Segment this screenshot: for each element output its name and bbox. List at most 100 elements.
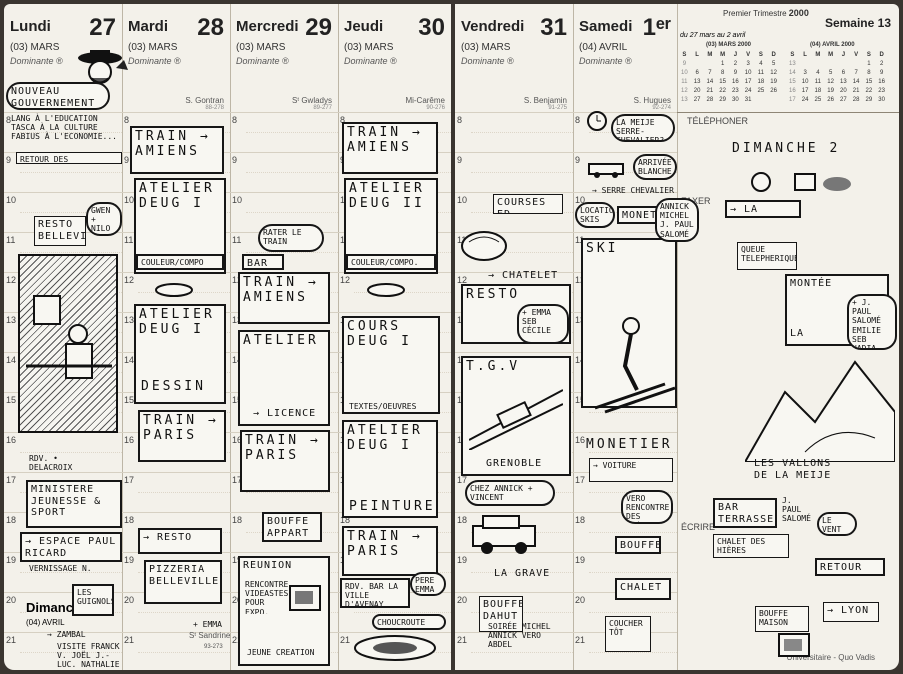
hour-row: 9 [230,152,338,191]
ecrire-label: ÉCRIRE [681,522,716,532]
note-espace-paul-ricard: → ESPACE PAUL RICARD [20,532,122,562]
breakfast-drawing [745,164,855,198]
calendar-day: 19 [770,78,777,85]
note-dimanche: DIMANCHE 2 [732,141,841,156]
note-courses-ed: COURSES ED [493,194,563,214]
hour-row: 9 [573,152,677,191]
calendar-day: 10 [744,69,752,76]
calendar-day: 25 [814,96,822,103]
hour-label: 9 [457,155,463,165]
day-name: Samedi [579,18,633,35]
footer-saint: Sᵗ Sandrine [189,631,231,640]
day-name: Mercredi [236,18,299,35]
note-resto-belleville: RESTO BELLEVILLE [34,216,86,246]
hour-label: 21 [232,635,243,645]
hour-row: 10 [230,192,338,231]
note-coucher-tot: COUCHER TÔT [605,616,651,652]
shoe-drawing-2 [366,280,406,300]
hour-label: 11 [6,235,16,245]
note-la-meije: LA MEIJE [790,328,824,340]
note-la-meije-question: LA MEIJE SERRE-CHEVALIER? [611,114,675,142]
hour-label: 20 [6,595,17,605]
saint-name: S. Benjamin [523,96,567,105]
calendar-day: 12 [770,69,777,76]
day-dominante: Dominante ® [128,56,181,66]
week-number: 11 [681,78,688,85]
day-month: (03) MARS [10,42,60,53]
day-header: Lundi 27 (03) MARS Dominante ® [4,4,122,113]
day-number: 27 [89,14,116,41]
calendar-day: 20 [840,87,847,94]
day-name: Lundi [10,18,51,35]
note-bar-terrasse: BAR TERRASSE LA GRAVE [713,498,777,528]
calendar-day [824,59,837,68]
week-range: du 27 mars au 2 avril [680,32,746,39]
weekday-letter: M [720,51,726,58]
office-computer-drawing [18,254,118,433]
week-number: 9 [682,60,687,67]
note-pizzeria-belleville: PIZZERIA BELLEVILLE [144,560,222,604]
calendar-day [755,95,768,104]
calendar-day: 27 [840,96,847,103]
skier-drawing [585,304,681,414]
week-number: 14 [789,69,796,76]
hour-label: 18 [6,515,17,525]
saint-code: 89-277 [313,105,332,111]
hour-label: 8 [6,115,12,125]
note-rdv-bar: RDV. BAR LA VILLE D'AVENAY [340,578,410,608]
hour-label: 11 [232,235,242,245]
note-grenoble: GRENOBLE [486,458,543,469]
hour-label: 16 [124,435,135,445]
calendar-day [837,59,850,68]
calendar-day: 17 [744,78,752,85]
note-bouffe-appart: BOUFFE APPART [262,512,322,542]
note-rdv-delacroix: RDV. • DELACROIX [29,454,73,473]
hour-label: 16 [575,435,586,445]
calendar-day: 4 [759,60,763,67]
calendar-day: 16 [878,78,885,85]
calendar-day: 18 [757,78,765,85]
calendar-day: 3 [746,60,750,67]
hour-label: 15 [124,395,135,405]
day-number: 29 [305,14,332,41]
day-header: Vendredi 31 (03) MARS Dominante ® S. Ben… [455,4,573,113]
note-train-paris-mercredi: TRAIN → PARIS [240,430,330,492]
note-train-amiens-jeudi: TRAIN → AMIENS [342,122,438,174]
hour-label: 21 [340,635,351,645]
note-monetier-2: MONETIER [586,437,673,452]
note-bouffe-samedi: BOUFFE [615,536,661,554]
hour-row: 8 [455,112,573,151]
day-column-samedi: Samedi 1ᵉʳ (04) AVRIL Dominante ® S. Hug… [573,4,678,670]
note-train-paris-jeudi: TRAIN → PARIS [342,526,438,576]
note-train-amiens-mardi: TRAIN → AMIENS [130,126,224,174]
note-location-skis: LOCATION SKIS [575,202,615,228]
note-annick-list: ANNICK MICHEL J. PAUL SALOMÉ EMILIE NADI… [655,198,699,242]
saint-name: Sᵗ Gwladys [292,96,332,105]
hour-row: 16 [573,432,677,471]
calendar-day: 28 [852,96,860,103]
day-header: Mardi 28 (03) MARS Dominante ® S. Gontra… [122,4,230,113]
hour-label: 8 [340,115,346,125]
hour-label: 20 [575,595,586,605]
year: 2000 [788,8,809,18]
note-les-guignols: LES GUIGNOLS [72,584,114,616]
shoe-drawing [154,280,194,300]
weekday-letter: D [879,51,884,58]
calendar-day: 23 [732,87,739,94]
note-chalet-hieres: CHALET DES HIÈRES [713,534,789,558]
week-number: 17 [789,96,796,103]
calendar-day [812,59,825,68]
note-atelier-deug-dessin: ATELIER DEUG I [134,304,226,404]
weekday-letter: V [854,51,859,58]
note-chatelet: → CHATELET [488,270,559,281]
hour-label: 9 [232,155,238,165]
weekday-letter: L [695,51,699,58]
note-voiture: → VOITURE [589,458,673,482]
hour-label: 12 [6,275,17,285]
saint-code: 91-275 [548,105,567,111]
calendar-day: 26 [827,96,834,103]
hour-label: 18 [232,515,243,525]
